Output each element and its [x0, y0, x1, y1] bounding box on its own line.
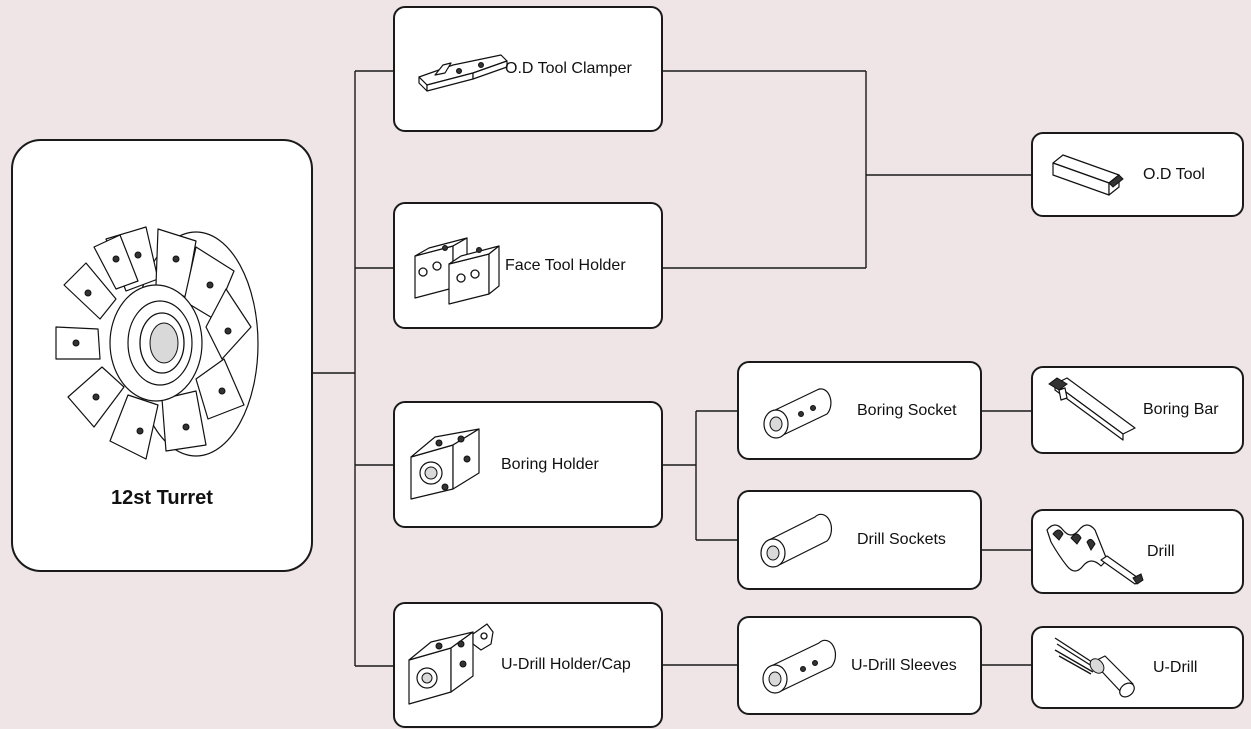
node-u-drill-holder-cap[interactable]: U-Drill Holder/Cap	[393, 602, 663, 728]
socket-icon	[763, 387, 832, 439]
boring-bar-icon	[1048, 377, 1136, 441]
label-od-tool-clamper: O.D Tool Clamper	[505, 60, 632, 77]
node-u-drill[interactable]: U-Drill	[1031, 626, 1244, 709]
label-u-drill-sleeves: U-Drill Sleeves	[851, 656, 957, 674]
root-node-turret[interactable]: 12st Turret	[11, 139, 313, 572]
label-od-tool: O.D Tool	[1143, 165, 1205, 183]
label-drill: Drill	[1147, 542, 1175, 560]
label-u-drill: U-Drill	[1153, 658, 1198, 676]
node-face-tool-holder[interactable]: Face Tool Holder	[393, 202, 663, 329]
node-boring-socket[interactable]: Boring Socket	[737, 361, 982, 460]
node-od-tool[interactable]: O.D Tool	[1031, 132, 1244, 217]
clamper-icon	[418, 54, 508, 92]
label-face-tool-holder: Face Tool Holder	[505, 256, 626, 274]
u-drill-holder-icon	[408, 623, 494, 705]
label-u-drill-holder-cap: U-Drill Holder/Cap	[501, 656, 631, 673]
node-drill[interactable]: Drill	[1031, 509, 1244, 594]
u-drill-icon	[1054, 636, 1135, 697]
node-u-drill-sleeves[interactable]: U-Drill Sleeves	[737, 616, 982, 715]
node-od-tool-clamper[interactable]: O.D Tool Clamper	[393, 6, 663, 132]
root-label: 12st Turret	[111, 487, 213, 509]
sleeve-icon	[760, 513, 833, 568]
label-boring-holder: Boring Holder	[501, 455, 599, 473]
boring-holder-icon	[410, 427, 480, 500]
label-boring-socket: Boring Socket	[857, 401, 957, 419]
drill-icon	[1046, 523, 1144, 585]
turret-icon	[55, 226, 259, 460]
label-drill-sockets: Drill Sockets	[857, 531, 946, 548]
node-boring-bar[interactable]: Boring Bar	[1031, 366, 1244, 454]
label-boring-bar: Boring Bar	[1143, 401, 1219, 418]
od-tool-icon	[1052, 153, 1124, 196]
face-holder-icon	[414, 236, 500, 305]
u-sleeve-icon	[762, 639, 837, 694]
node-boring-holder[interactable]: Boring Holder	[393, 401, 663, 528]
node-drill-sockets[interactable]: Drill Sockets	[737, 490, 982, 590]
